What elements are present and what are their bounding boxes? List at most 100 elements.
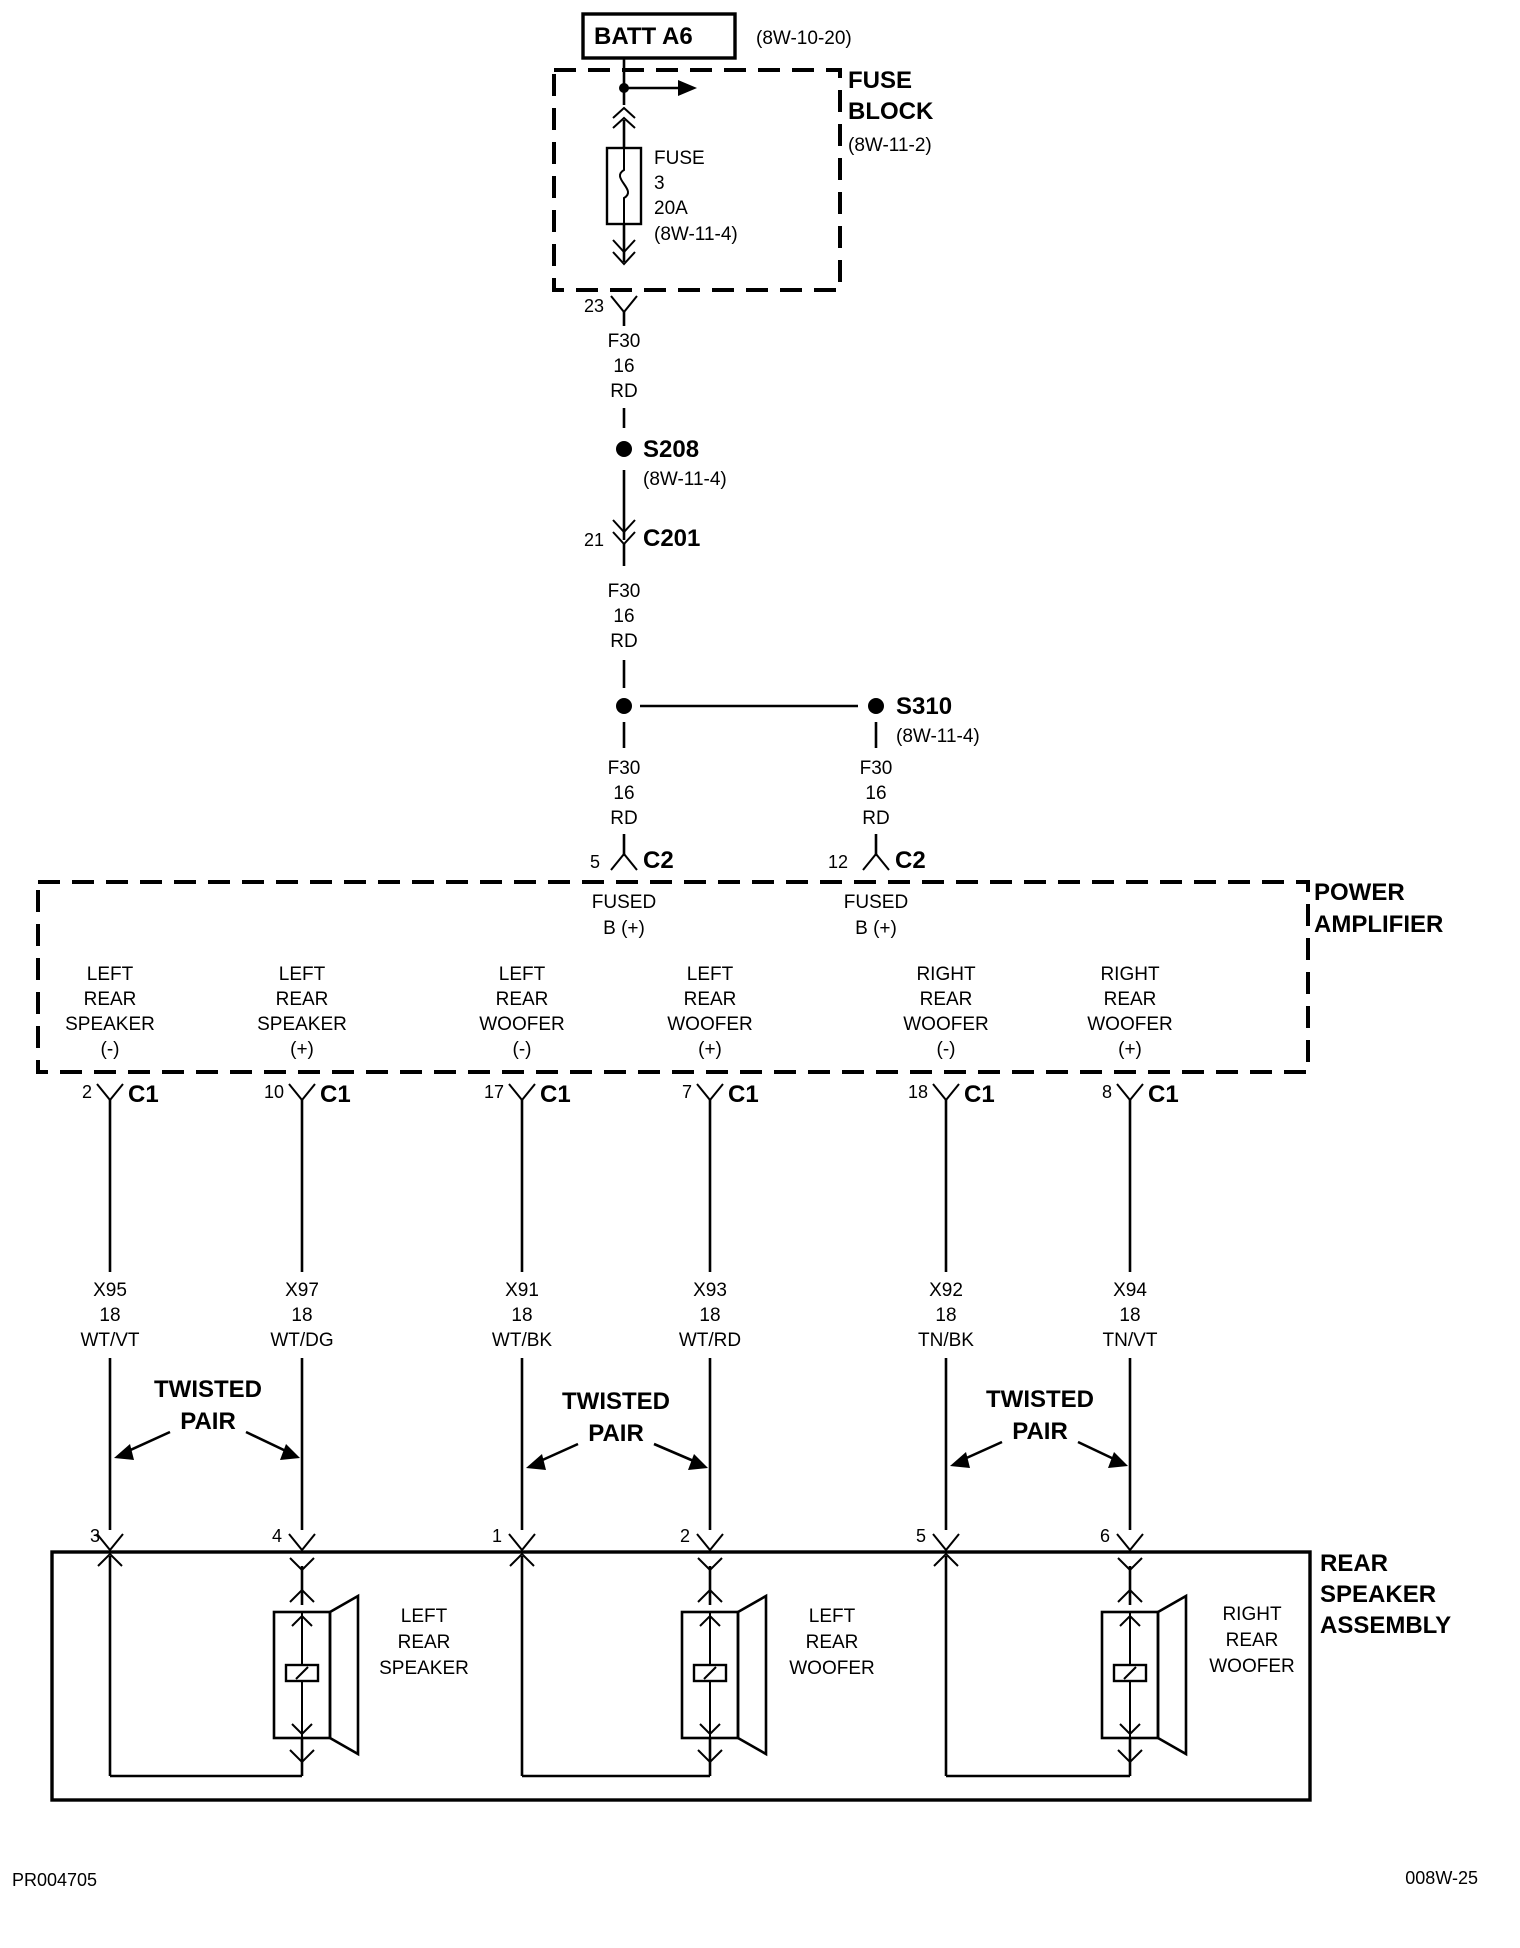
wire-f30-circuit-left: F30: [608, 758, 641, 779]
wire-f30-color: RD: [610, 381, 637, 402]
amp-output-conn: C1: [320, 1081, 351, 1108]
connector-c2-right-icon: [862, 852, 890, 871]
speaker-pin: 3: [90, 1526, 100, 1546]
s310-label: S310: [896, 693, 952, 720]
wire-gauge: 18: [935, 1305, 956, 1326]
amp-output-l3: SPEAKER: [257, 1014, 347, 1035]
amp-output-l4: (-): [937, 1039, 956, 1060]
amp-output-l2: REAR: [1104, 989, 1157, 1010]
connector-23-icon: [610, 295, 638, 314]
twisted-pair-label-2: PAIR: [1012, 1418, 1068, 1445]
connector-c1-icon: [96, 1083, 124, 1102]
amp-output-l2: REAR: [684, 989, 737, 1010]
fuse-block-ref: (8W-11-2): [848, 135, 932, 156]
fuse-label-3: 20A: [654, 198, 688, 219]
c2-pin-right: 12: [828, 852, 848, 872]
wire-f30-gauge-right: 16: [865, 783, 886, 804]
connector-c1-icon: [288, 1083, 316, 1102]
amp-output-pin: 7: [682, 1082, 692, 1102]
amp-output-l2: REAR: [920, 989, 973, 1010]
amp-output-l3: WOOFER: [903, 1014, 989, 1035]
amp-output-pin: 2: [82, 1082, 92, 1102]
amp-output-pin: 17: [484, 1082, 504, 1102]
speaker-label-2: REAR: [1226, 1630, 1279, 1651]
speaker-pin: 2: [680, 1526, 690, 1546]
connector-speaker-pin-icon: [288, 1533, 316, 1552]
amp-output-l3: WOOFER: [1087, 1014, 1173, 1035]
wire-f30-color-right: RD: [862, 808, 889, 829]
speaker-pin: 1: [492, 1526, 502, 1546]
c2-label-left: C2: [643, 847, 674, 874]
connector-speaker-pin-icon: [932, 1533, 960, 1552]
fused-left-1: FUSED: [592, 892, 656, 913]
speaker-label-2: REAR: [806, 1632, 859, 1653]
amp-output-conn: C1: [128, 1081, 159, 1108]
connector-speaker-pin-icon: [1116, 1533, 1144, 1552]
wire-f30-color-left: RD: [610, 808, 637, 829]
amp-output-l1: LEFT: [499, 964, 546, 985]
connector-c1-icon: [1116, 1083, 1144, 1102]
wire-gauge: 18: [291, 1305, 312, 1326]
amp-output-l3: WOOFER: [667, 1014, 753, 1035]
arrow-left-icon: [114, 1444, 134, 1460]
amp-output-l4: (+): [290, 1039, 314, 1060]
amp-output-pin: 10: [264, 1082, 284, 1102]
amp-output-l1: LEFT: [687, 964, 734, 985]
amp-output-left-rear-speaker-neg: LEFT REAR SPEAKER (-) 2 C1 X95 18 WT/VT …: [65, 964, 159, 1552]
amp-output-l1: RIGHT: [1100, 964, 1160, 985]
c201-pin: 21: [584, 530, 604, 550]
fuse-block-title-2: BLOCK: [848, 98, 934, 125]
amp-output-right-rear-woofer-pos: RIGHT REAR WOOFER (+) 8 C1 X94 18 TN/VT …: [1087, 964, 1179, 1552]
wire-color: WT/RD: [679, 1330, 741, 1351]
splice-s310-icon: [868, 698, 884, 714]
amp-output-l4: (+): [1118, 1039, 1142, 1060]
amp-output-pin: 8: [1102, 1082, 1112, 1102]
wire-gauge: 18: [99, 1305, 120, 1326]
amp-output-l4: (-): [101, 1039, 120, 1060]
wire-f30-circuit-2: F30: [608, 581, 641, 602]
wire-color: WT/VT: [80, 1330, 139, 1351]
twisted-pair-label-1: TWISTED: [562, 1388, 670, 1415]
amp-output-left-rear-woofer-neg: LEFT REAR WOOFER (-) 17 C1 X91 18 WT/BK …: [479, 964, 571, 1552]
batt-ref: (8W-10-20): [756, 28, 852, 49]
connector-speaker-pin-icon: [508, 1533, 536, 1552]
arrow-left-icon: [950, 1452, 970, 1468]
twisted-pair-1: TWISTED PAIR: [114, 1376, 300, 1460]
speaker-label-2: REAR: [398, 1632, 451, 1653]
amp-output-l1: RIGHT: [916, 964, 976, 985]
amp-output-l3: SPEAKER: [65, 1014, 155, 1035]
c2-pin-left: 5: [590, 852, 600, 872]
wire-id: X97: [285, 1280, 319, 1301]
c2-label-right: C2: [895, 847, 926, 874]
fuse-label-1: FUSE: [654, 148, 705, 169]
twisted-pair-3: TWISTED PAIR: [950, 1386, 1128, 1468]
fused-left-2: B (+): [603, 918, 645, 939]
wire-id: X94: [1113, 1280, 1147, 1301]
splice-s208-icon: [616, 441, 632, 457]
speaker-label-1: LEFT: [401, 1606, 448, 1627]
wire-id: X91: [505, 1280, 539, 1301]
speaker-left-rear: LEFT REAR SPEAKER: [97, 1552, 469, 1778]
amp-output-l4: (-): [513, 1039, 532, 1060]
speaker-label-1: LEFT: [809, 1606, 856, 1627]
twisted-pair-2: TWISTED PAIR: [526, 1388, 708, 1470]
speaker-label-3: WOOFER: [1209, 1656, 1295, 1677]
fuse-block-title-1: FUSE: [848, 67, 912, 94]
fuse-label-2: 3: [654, 173, 665, 194]
fused-right-1: FUSED: [844, 892, 908, 913]
bus-arrow-icon: [678, 80, 697, 96]
amp-output-conn: C1: [728, 1081, 759, 1108]
power-amp-title-1: POWER: [1314, 879, 1405, 906]
connector-c1-icon: [696, 1083, 724, 1102]
arrow-right-icon: [688, 1454, 708, 1470]
power-amplifier-outline: [36, 880, 1310, 1074]
c201-label: C201: [643, 525, 700, 552]
arrow-right-icon: [1108, 1452, 1128, 1468]
speaker-pin: 5: [916, 1526, 926, 1546]
wire-id: X95: [93, 1280, 127, 1301]
amp-output-l3: WOOFER: [479, 1014, 565, 1035]
rear-assembly-title-3: ASSEMBLY: [1320, 1612, 1451, 1639]
wire-id: X92: [929, 1280, 963, 1301]
arrow-left-icon: [526, 1454, 546, 1470]
wire-gauge: 18: [511, 1305, 532, 1326]
